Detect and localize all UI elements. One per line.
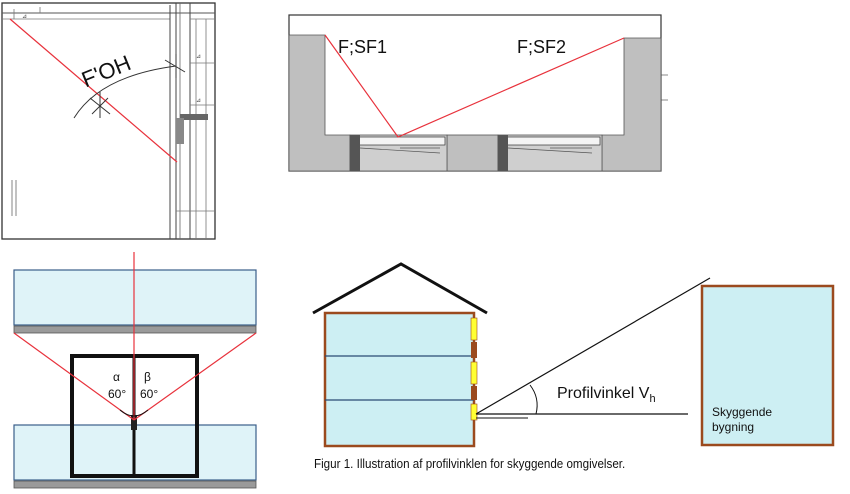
plan-red-line — [9, 18, 178, 163]
figure-caption: Figur 1. Illustration af profilvinklen f… — [314, 457, 625, 471]
alpha-symbol: α — [113, 370, 120, 384]
panel-plan: ⊿ ⊿ ⊿ F'OH — [1, 2, 216, 240]
panel-section: F;SF1 F;SF2 — [288, 14, 668, 172]
window-top-band — [13, 269, 257, 326]
section-red-lines — [324, 34, 625, 138]
section-label-left: F;SF1 — [338, 37, 387, 57]
beta-value: 60° — [140, 387, 158, 401]
profile-line — [475, 277, 711, 415]
house-body — [323, 311, 476, 448]
panel-window: α 60° β 60° — [13, 252, 257, 489]
building-label-line1: Skyggende — [712, 405, 772, 419]
shading-building — [700, 284, 835, 447]
section-label-right: F;SF2 — [517, 37, 566, 57]
house-roof — [312, 262, 488, 315]
svg-text:⊿: ⊿ — [22, 14, 27, 20]
svg-text:⊿: ⊿ — [196, 54, 201, 60]
window-red-right — [133, 332, 257, 421]
panel-profile: Profilvinkel Vh Skyggende bygning Figur … — [312, 262, 835, 471]
beta-symbol: β — [144, 370, 151, 384]
window-red-left — [13, 332, 135, 421]
alpha-value: 60° — [108, 387, 126, 401]
angle-label: Profilvinkel Vh — [557, 385, 656, 405]
building-label-line2: bygning — [712, 420, 754, 434]
svg-text:⊿: ⊿ — [196, 98, 201, 104]
